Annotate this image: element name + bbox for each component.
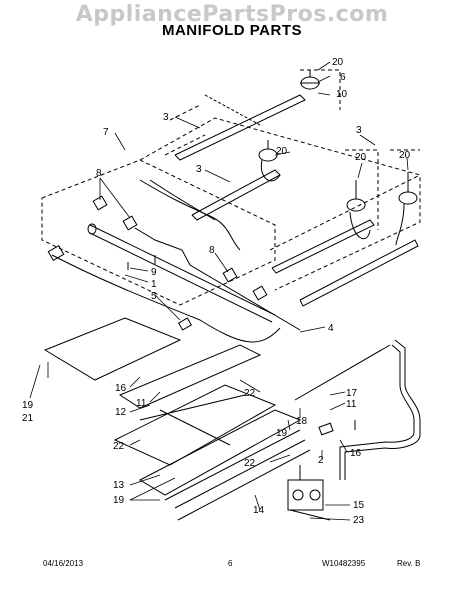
callout-20c: 20 (355, 152, 367, 163)
footer-page-number: 6 (228, 559, 233, 568)
callout-20b: 20 (276, 146, 288, 157)
callout-15: 15 (353, 500, 365, 511)
valve-assemblies (258, 70, 418, 246)
callout-17: 17 (346, 388, 358, 399)
callout-23: 23 (353, 515, 365, 526)
callout-1: 1 (151, 279, 157, 290)
callout-8b: 8 (209, 245, 215, 256)
callout-19a: 19 (276, 428, 288, 439)
watermark: AppliancePartsPros.com (75, 2, 389, 27)
footer-part-number: W10482395 (322, 559, 366, 568)
callout-3b: 3 (196, 164, 202, 175)
callout-labels: 20 6 10 3 7 20 3 20 20 8 3 8 9 1 5 4 22 … (22, 57, 411, 526)
callout-16b: 16 (350, 448, 362, 459)
callout-18: 18 (296, 416, 308, 427)
callout-19b: 19 (113, 495, 125, 506)
callout-20d: 20 (399, 150, 411, 161)
burner-tubes (174, 94, 419, 307)
manifold-pipe (51, 179, 301, 343)
callout-3a: 3 (163, 112, 169, 123)
callout-2: 2 (318, 455, 324, 466)
callout-19c: 19 (22, 400, 34, 411)
footer-date: 04/16/2013 (43, 559, 84, 568)
callout-16a: 16 (115, 383, 127, 394)
callout-21: 21 (22, 413, 34, 424)
callout-11a: 11 (136, 398, 147, 409)
callout-20a: 20 (332, 57, 344, 68)
burner-base-panel (43, 317, 311, 521)
callout-4: 4 (328, 323, 334, 334)
page-title: MANIFOLD PARTS (161, 22, 303, 39)
callout-22c: 22 (113, 441, 125, 452)
callout-6: 6 (340, 72, 346, 83)
footer-revision: Rev. B (397, 559, 421, 568)
manifold-valves (47, 195, 268, 331)
callout-3c: 3 (356, 125, 362, 136)
callout-10: 10 (336, 89, 348, 100)
callout-11b: 11 (346, 399, 357, 410)
callout-12: 12 (115, 407, 127, 418)
callout-9: 9 (151, 267, 157, 278)
callout-22b: 22 (244, 458, 256, 469)
callout-7: 7 (103, 127, 109, 138)
gas-supply-tube (294, 339, 421, 480)
callout-13: 13 (113, 480, 125, 491)
callout-22a: 22 (244, 388, 256, 399)
leader-lines (29, 61, 409, 521)
callout-8a: 8 (96, 168, 102, 179)
callout-5: 5 (151, 291, 157, 302)
group-outline-manifold (41, 69, 421, 306)
callout-14: 14 (253, 505, 265, 516)
